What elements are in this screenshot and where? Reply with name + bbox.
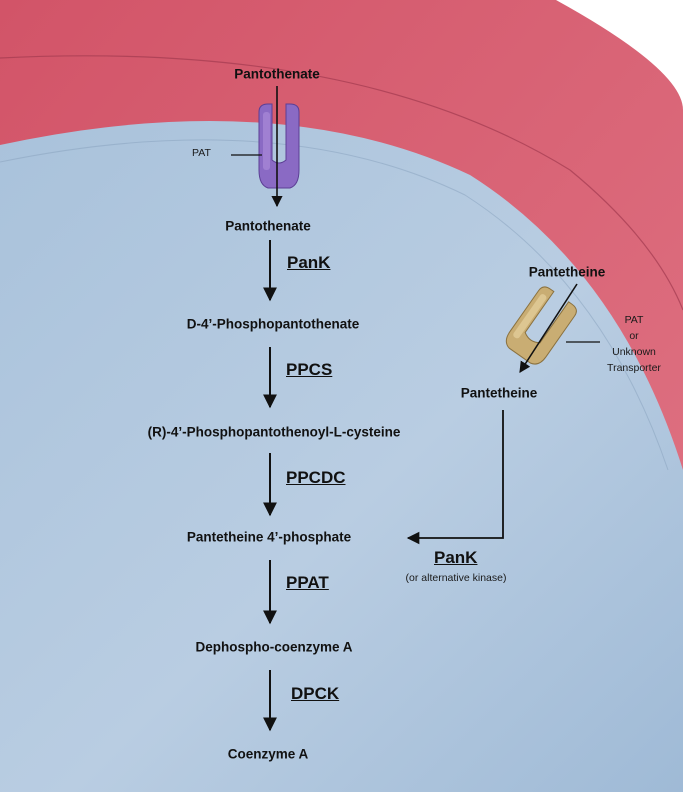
metabolite-coenzyme-a: Coenzyme A bbox=[227, 746, 309, 762]
pat-or-unknown-line-1: PAT bbox=[624, 314, 644, 326]
salvage-kinase-note: (or alternative kinase) bbox=[405, 572, 507, 584]
membrane-inner-line bbox=[0, 55, 683, 311]
metabolite-phosphopantothenoyl-cysteine: (R)-4’-Phosphopantothenoyl-L-cysteine bbox=[147, 424, 401, 440]
metabolite-pantothenate: Pantothenate bbox=[225, 218, 311, 234]
pantetheine-transporter bbox=[505, 286, 577, 365]
arrow-pantetheine-entry bbox=[519, 283, 578, 373]
pat-or-unknown-line-4: Transporter bbox=[607, 362, 661, 374]
pat-or-unknown-line-3: Unknown bbox=[612, 346, 656, 358]
pat-label: PAT bbox=[192, 147, 211, 159]
enzyme-salvage-pank: PanK bbox=[434, 548, 478, 567]
enzyme-ppcdc: PPCDC bbox=[286, 468, 346, 487]
pat-or-unknown-line-2: or bbox=[629, 330, 639, 342]
metabolite-phosphopantothenate: D-4’-Phosphopantothenate bbox=[186, 316, 360, 332]
metabolite-pantetheine-4-phosphate: Pantetheine 4’-phosphate bbox=[186, 529, 352, 545]
enzyme-dpck: DPCK bbox=[291, 684, 340, 703]
enzyme-ppcs: PPCS bbox=[286, 360, 333, 379]
metabolite-pantetheine-inside: Pantetheine bbox=[460, 385, 538, 401]
cytoplasm-inner-line bbox=[0, 139, 669, 471]
outside-pantothenate-label: Pantothenate bbox=[234, 66, 320, 82]
enzyme-pank: PanK bbox=[287, 253, 331, 272]
enzyme-ppat: PPAT bbox=[286, 573, 329, 592]
pat-transporter bbox=[231, 103, 300, 189]
outside-pantetheine-label: Pantetheine bbox=[528, 264, 606, 280]
arrow-salvage-pank bbox=[406, 410, 504, 545]
cytoplasm bbox=[0, 121, 683, 792]
metabolite-dephospho-coa: Dephospho-coenzyme A bbox=[195, 639, 353, 655]
